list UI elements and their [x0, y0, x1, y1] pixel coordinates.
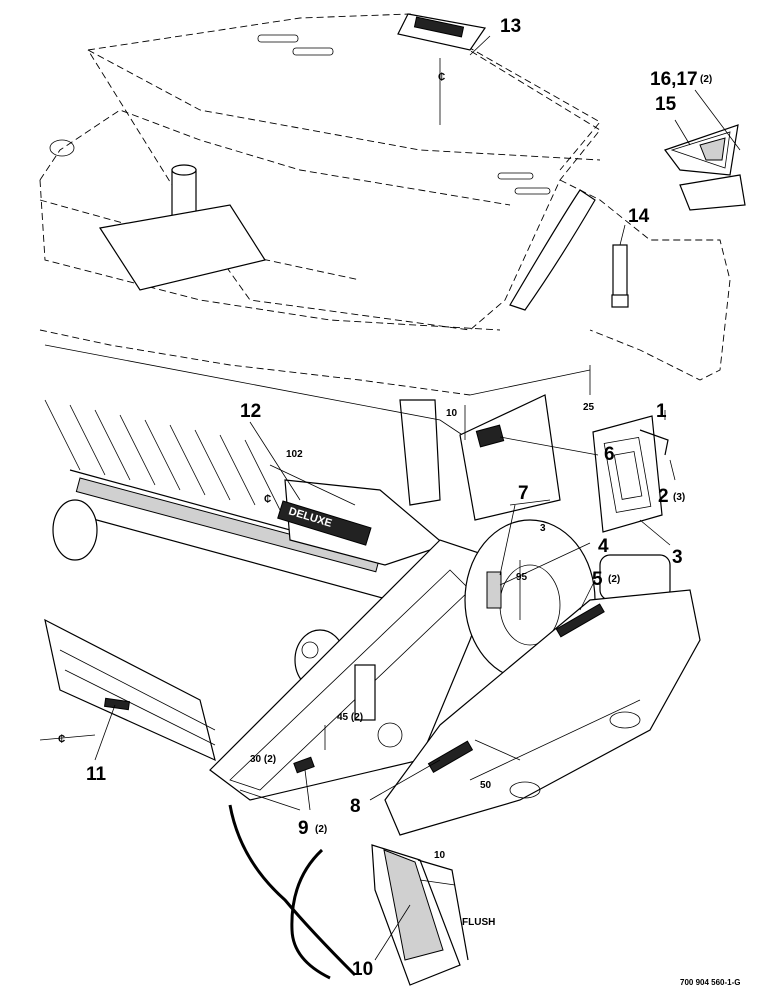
- leader-lines: [94, 35, 741, 961]
- decal-5: [555, 603, 605, 638]
- callout-15: 15: [655, 94, 677, 115]
- dim-3: 3: [540, 523, 546, 534]
- dim-50: 50: [480, 780, 492, 791]
- callout-9-qty: (2): [315, 824, 327, 835]
- callout-16-17-qty: (2): [700, 74, 712, 85]
- dim-flush: FLUSH: [462, 917, 495, 928]
- exploded-parts: [228, 124, 746, 986]
- deluxe-panel: [284, 479, 447, 566]
- callout-6: 6: [604, 444, 615, 465]
- callouts: 1 2 (3) 3 4 5 (2) 6 7 8 9 (2) 11 12 13 1…: [86, 16, 712, 980]
- callout-5: 5: [592, 569, 603, 590]
- callout-2-qty: (3): [673, 492, 685, 503]
- decal-6: [475, 424, 505, 448]
- upper-shield-assembly: [39, 13, 731, 381]
- dim-10-top: 10: [446, 408, 458, 419]
- item-1-bracket: [592, 415, 669, 533]
- centerline-skirt: ₵: [58, 733, 65, 745]
- drawing-number: 700 904 560-1-G: [680, 978, 741, 987]
- callout-5-qty: (2): [608, 574, 620, 585]
- dim-95: 95: [516, 572, 528, 583]
- dim-25: 25: [583, 402, 595, 413]
- decal-8: [427, 740, 474, 774]
- item-15-smv-emblem: [664, 124, 746, 211]
- header-body: DELUXE: [39, 329, 701, 836]
- callout-7: 7: [518, 483, 529, 504]
- dim-45: 45 (2): [337, 712, 363, 723]
- callout-8: 8: [350, 796, 361, 817]
- centerline-deluxe: ₵: [264, 493, 271, 505]
- callout-11: 11: [86, 764, 107, 785]
- item-10-guard: [371, 844, 469, 986]
- callout-10-guard: 10: [352, 959, 373, 980]
- decal-9: [293, 756, 315, 774]
- callout-16-17: 16,17: [650, 69, 698, 90]
- centerline-symbols: ₵ ₵ ₵: [58, 71, 445, 745]
- callout-2: 2: [658, 486, 669, 507]
- dim-10-bottom: 10: [434, 850, 446, 861]
- callout-9: 9: [298, 818, 309, 839]
- centerline-hood: ₵: [438, 71, 445, 83]
- hydraulic-hose: [228, 804, 357, 977]
- callout-4: 4: [598, 536, 609, 557]
- dim-102: 102: [286, 449, 303, 460]
- dim-30: 30 (2): [250, 754, 276, 765]
- callout-3: 3: [672, 547, 683, 568]
- dimension-lines: [39, 58, 591, 886]
- decal-11: [103, 697, 131, 711]
- deluxe-decal-12: [277, 500, 372, 546]
- callout-13: 13: [500, 16, 521, 37]
- callout-14: 14: [628, 206, 650, 227]
- rear-plate: [459, 394, 561, 521]
- gearbox-shield: [384, 589, 701, 836]
- dimensions: 10 25 102 3 95 45 (2) 30 (2) 50 10 FLUSH: [250, 402, 595, 928]
- callout-12: 12: [240, 401, 261, 422]
- item-14-bracket: [611, 244, 629, 308]
- callout-1: 1: [656, 401, 667, 422]
